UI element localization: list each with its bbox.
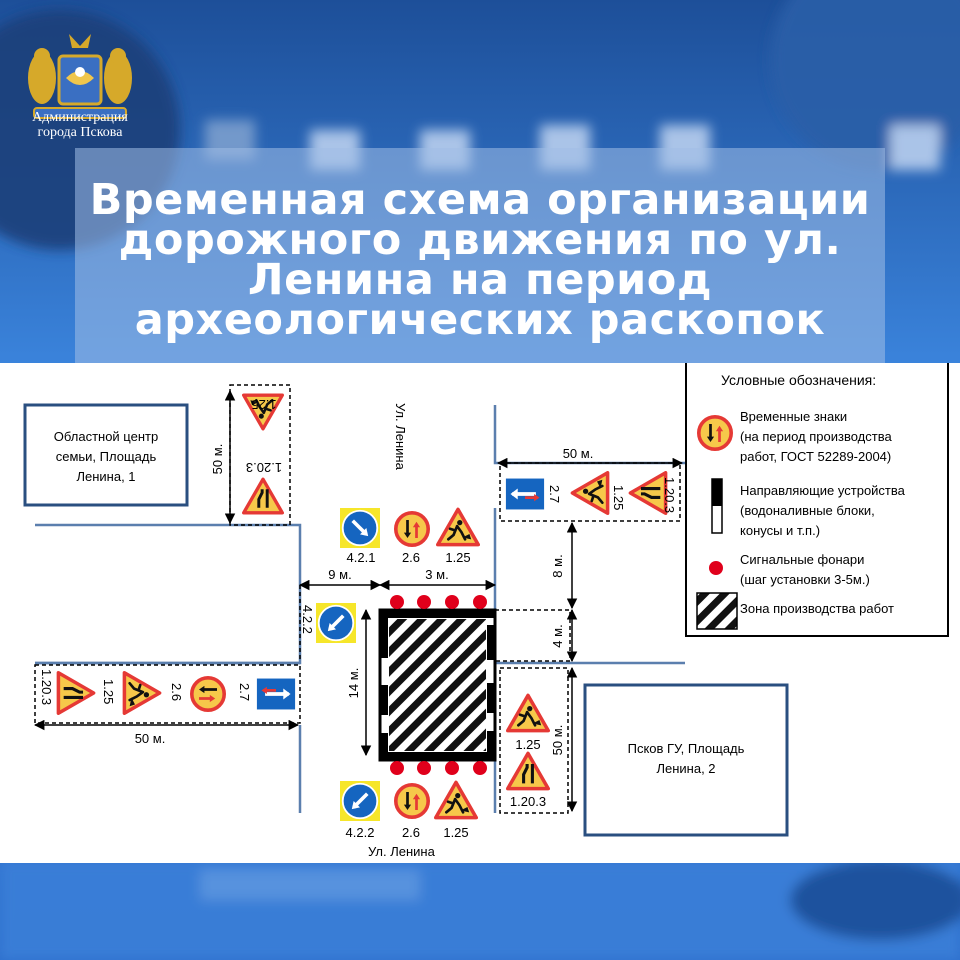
building-left-line-2: семьи, Площадь [56, 449, 157, 464]
men-at-work-sign-icon [434, 780, 478, 820]
road-narrows-sign-icon [506, 751, 550, 791]
code-right-1-25: 1.25 [515, 737, 540, 752]
code-left-2-7: 2.7 [237, 683, 252, 701]
code-bottom-1-25: 1.25 [443, 825, 468, 840]
logo-line-1: Администрация [32, 110, 128, 125]
legend-guides-line-3: конусы и т.п.) [740, 523, 820, 538]
legend-temp-line-1: Временные знаки [740, 409, 847, 424]
dim-zone-extra: 4 м. [550, 624, 565, 647]
road-narrows-sign-icon [56, 671, 96, 715]
dim-left-horizontal: 50 м. [135, 731, 166, 746]
traffic-scheme: Областной центр семьи, Площадь Ленина, 1… [0, 363, 960, 863]
keep-right-sign-icon [340, 508, 380, 548]
legend-temp-line-3: работ, ГОСТ 52289-2004) [740, 449, 891, 464]
code-top-row-4-2-1: 4.2.1 [347, 550, 376, 565]
road-narrows-sign-icon [628, 471, 668, 515]
code-right-1-20-3: 1.20.3 [510, 794, 546, 809]
building-left-line-1: Областной центр [54, 429, 158, 444]
code-top-1-20-3: 1.20.3 [246, 460, 282, 475]
code-tr-2-7: 2.7 [547, 485, 562, 503]
code-left-1-20-3: 1.20.3 [39, 669, 54, 705]
guide-devices [380, 610, 495, 760]
sign-group-top-left: 1.25 1.20.3 50 м. [210, 384, 291, 526]
building-right: Псков ГУ, Площадь Ленина, 2 [583, 683, 789, 837]
legend-zone-swatch [696, 592, 738, 630]
men-at-work-sign-icon [436, 507, 480, 547]
title-backdrop [75, 148, 885, 363]
work-zone [378, 595, 497, 775]
dim-zone-height: 14 м. [346, 668, 361, 699]
logo-line-2: города Пскова [37, 125, 123, 140]
sign-group-right: 1.25 1.20.3 [499, 667, 569, 814]
title-line-4: археологических раскопок [134, 295, 826, 345]
sign-group-bottom-row: 4.2.2 2.6 1.25 [340, 780, 478, 840]
title-line-3: Ленина на период [247, 255, 713, 305]
page-title: Временная схема организации дорожного дв… [75, 175, 885, 345]
sign-group-top-right: 50 м. 2.7 1.25 1.20.3 [496, 446, 684, 522]
building-right-line-1: Псков ГУ, Площадь [628, 741, 745, 756]
dim-top-left-vertical: 50 м. [210, 444, 225, 475]
dim-upper-gap: 8 м. [550, 554, 565, 577]
code-tr-1-20-3: 1.20.3 [662, 477, 677, 513]
code-top-row-1-25: 1.25 [445, 550, 470, 565]
sign-group-top-row: 4.2.1 2.6 1.25 [340, 507, 480, 565]
building-right-line-2: Ленина, 2 [656, 761, 715, 776]
legend-guides-line-1: Направляющие устройства [740, 483, 906, 498]
legend-lights-line-2: (шаг установки 3-5м.) [740, 572, 870, 587]
legend-temp-line-2: (на период производства [740, 429, 892, 444]
logo-caption: Администрация города Пскова [10, 110, 150, 140]
oncoming-priority-sign-icon [394, 783, 430, 819]
sign-group-left: 50 м. 1.20.3 1.25 2.6 2.7 [33, 664, 301, 746]
code-left-1-25: 1.25 [101, 679, 116, 704]
code-left-2-6: 2.6 [169, 683, 184, 701]
code-tr-1-25: 1.25 [611, 485, 626, 510]
building-left-line-3: Ленина, 1 [76, 469, 135, 484]
zone-dimensions: 9 м. 3 м. 14 м. 8 м. 4 м. 50 м. [298, 521, 578, 813]
detour-direction-sign-icon [505, 477, 545, 511]
dim-left-offset: 9 м. [328, 567, 351, 582]
oncoming-priority-sign-icon [190, 676, 226, 712]
legend-lamp-icon [709, 561, 723, 575]
oncoming-priority-sign-icon [394, 511, 430, 547]
legend: Условные обозначения: Временные знаки (н… [685, 363, 949, 637]
coat-of-arms-logo [28, 34, 132, 119]
title-line-2: дорожного движения по ул. [118, 215, 842, 265]
dim-top-right-horizontal: 50 м. [563, 446, 594, 461]
building-left: Областной центр семьи, Площадь Ленина, 1 [23, 403, 189, 507]
sign-left-keep-left: 4.2.2 [300, 603, 356, 643]
keep-left-sign-icon [316, 603, 356, 643]
code-bottom-4-2-2: 4.2.2 [346, 825, 375, 840]
legend-temp-sign-icon [697, 415, 733, 451]
dim-right-vertical: 50 м. [550, 725, 565, 756]
legend-zone-line-1: Зона производства работ [740, 601, 894, 616]
men-at-work-sign-icon [570, 471, 610, 515]
detour-direction-sign-icon [256, 677, 296, 711]
code-bottom-2-6: 2.6 [402, 825, 420, 840]
legend-lights-line-1: Сигнальные фонари [740, 552, 864, 567]
men-at-work-sign-icon [122, 671, 162, 715]
keep-left-sign-icon [340, 781, 380, 821]
dim-zone-width: 3 м. [425, 567, 448, 582]
signal-lamps [390, 595, 487, 775]
code-top-row-2-6: 2.6 [402, 550, 420, 565]
street-label-top: Ул. Ленина [393, 403, 408, 471]
title-line-1: Временная схема организации [89, 175, 871, 225]
legend-title: Условные обозначения: [721, 372, 876, 388]
legend-guides-line-2: (водоналивные блоки, [740, 503, 875, 518]
street-label-bottom: Ул. Ленина [368, 844, 436, 859]
road-narrows-sign-icon [242, 477, 284, 515]
men-at-work-sign-icon [506, 693, 550, 733]
code-top-1-25: 1.25 [251, 397, 276, 412]
code-left-4-2-2: 4.2.2 [300, 605, 315, 634]
